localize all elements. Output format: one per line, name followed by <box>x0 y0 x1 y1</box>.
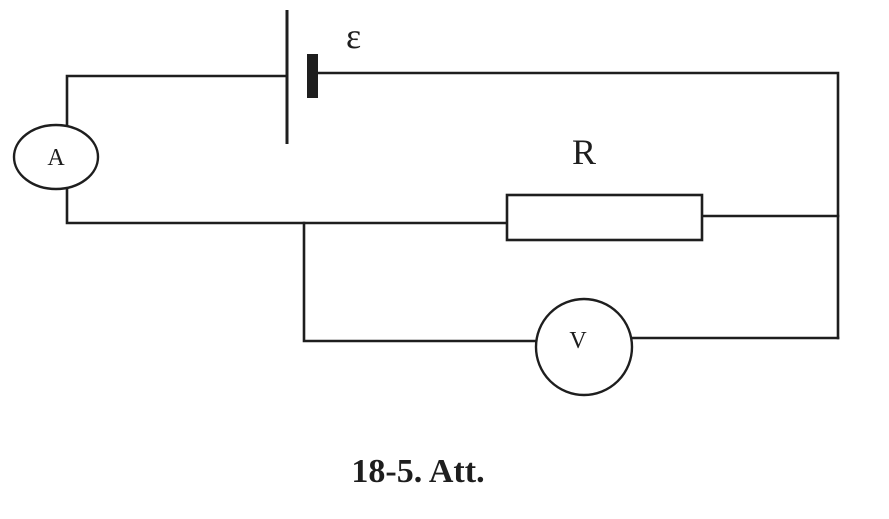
resistor-label: R <box>572 132 596 172</box>
ammeter-symbol <box>12 123 100 191</box>
wire-ammeter-to-resistor <box>65 186 509 225</box>
battery-short-plate <box>307 54 318 98</box>
voltmeter-symbol <box>534 297 634 397</box>
resistor-symbol <box>505 193 704 242</box>
battery-symbol <box>285 10 318 144</box>
voltmeter-label: V <box>569 328 587 354</box>
ammeter-label: A <box>47 145 65 171</box>
wire-battery-to-right-rail <box>316 71 840 340</box>
wire-voltmeter-left-branch <box>302 221 539 343</box>
emf-label: ε <box>346 16 361 56</box>
figure-caption: 18-5. Att. <box>351 453 484 490</box>
wire-ammeter-to-battery <box>65 74 289 128</box>
